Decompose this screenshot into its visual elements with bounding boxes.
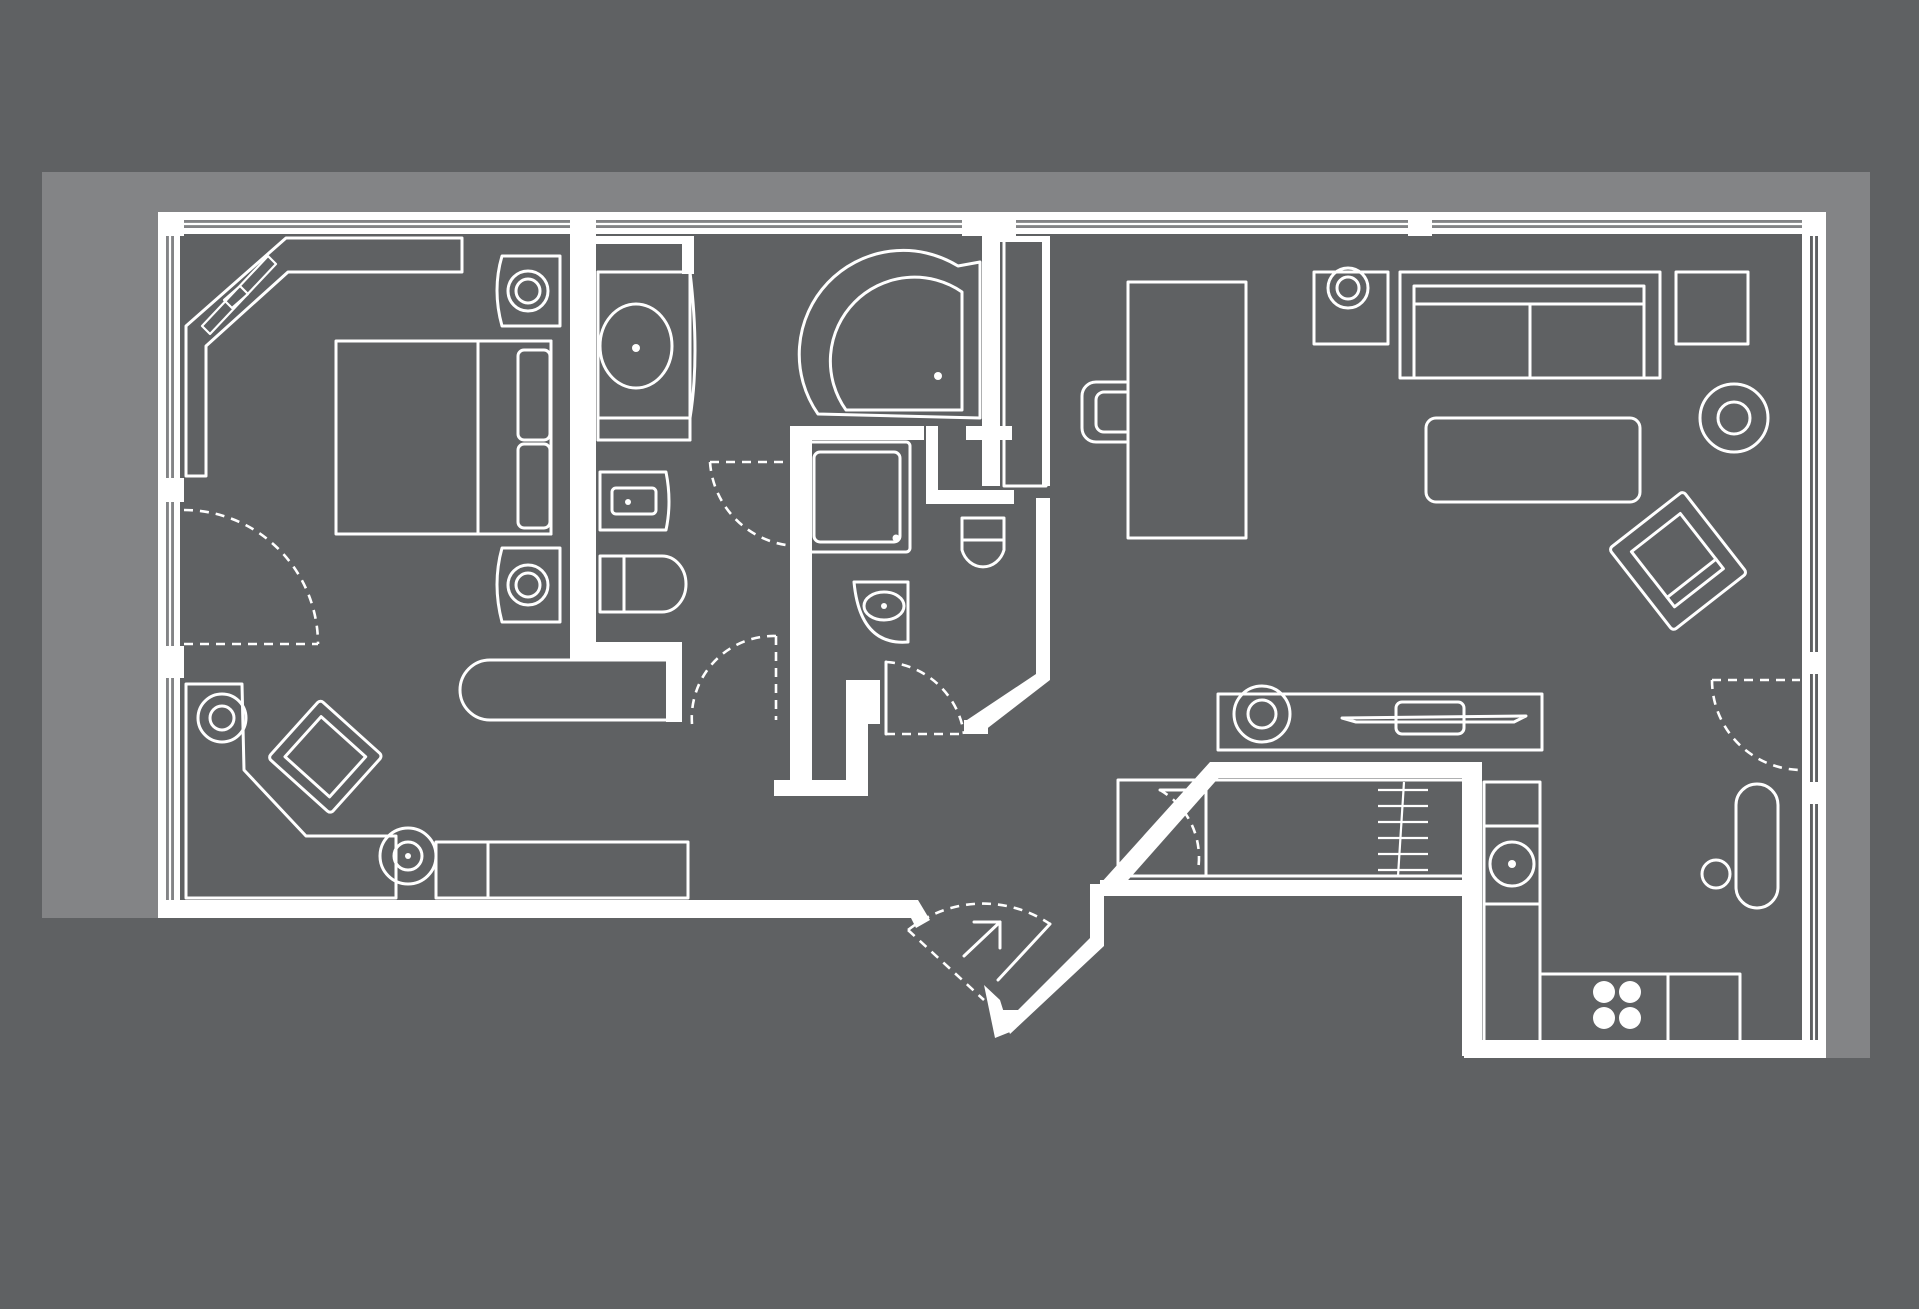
door-swing-icon — [885, 660, 966, 735]
shower — [797, 248, 982, 420]
tv — [1340, 714, 1528, 724]
wardrobe — [1116, 778, 1466, 878]
bedroom — [183, 236, 690, 900]
armchair — [1609, 491, 1747, 631]
wc-toilet — [960, 516, 1006, 569]
bench — [458, 658, 674, 722]
bench — [1734, 782, 1780, 910]
cooktop-icon — [1593, 981, 1641, 1029]
dining-table — [1126, 280, 1248, 540]
tv-icon — [200, 254, 278, 336]
desk — [184, 682, 398, 900]
kitchen-sink — [1488, 840, 1536, 888]
nightstand-top — [495, 254, 562, 328]
shower-wc — [797, 238, 1048, 736]
coffee-table — [1424, 416, 1642, 504]
armchair — [268, 699, 383, 814]
toilet — [598, 554, 688, 614]
door-swing-icon — [1159, 788, 1201, 871]
door-swing-icon — [907, 902, 1051, 932]
window-icon — [168, 222, 1816, 1040]
interior-walls — [570, 212, 1482, 1056]
entrance-arrow-icon — [962, 920, 1002, 958]
entry-kitchen — [907, 778, 1742, 1046]
bathroom — [596, 270, 797, 725]
ottoman — [1674, 270, 1750, 346]
side-table — [1312, 270, 1390, 346]
outer-walls — [158, 212, 1826, 1058]
bidet — [598, 470, 671, 532]
door-swing-icon — [183, 508, 320, 645]
corner-sink — [852, 580, 910, 644]
dresser — [184, 236, 464, 478]
living-room — [1080, 266, 1803, 910]
bathtub — [596, 270, 692, 442]
tv-console — [1216, 692, 1544, 752]
nightstand-bottom — [495, 546, 562, 624]
shower-tray — [802, 440, 912, 554]
kitchen-counter — [1482, 780, 1542, 1046]
chair — [1080, 380, 1128, 444]
door-swing-icon — [690, 634, 777, 725]
